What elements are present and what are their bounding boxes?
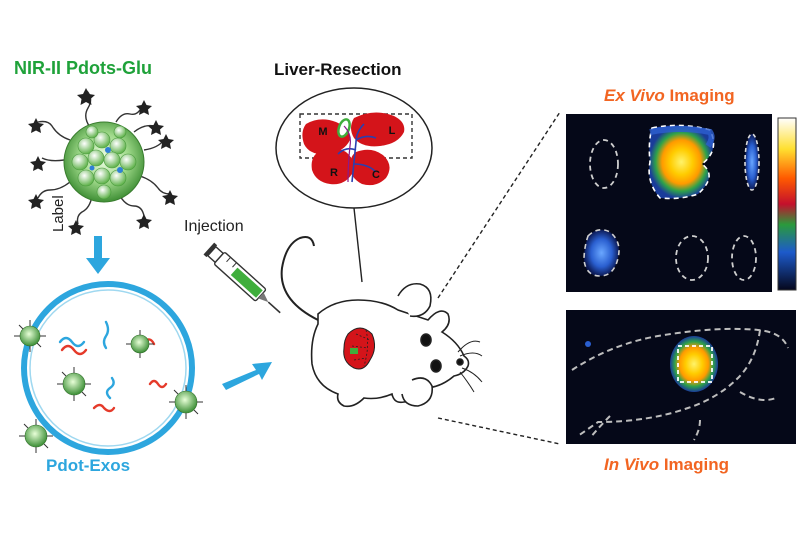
arrow-right-icon [222,362,272,390]
arrow-down-icon [86,236,110,274]
exvivo-image-panel [566,114,797,292]
mouse-body [310,299,470,408]
lobe-label-c: C [372,169,380,181]
nanoparticle-illustration [28,88,178,235]
nanoparticle-dye-spots [89,147,123,173]
color-scale-bar [777,117,797,291]
exvivo-rest: Imaging [664,86,735,105]
syringe-icon [203,242,281,314]
exvivo-imaging-title: Ex Vivo Imaging [604,86,735,106]
star-icon [28,88,178,235]
injection-label: Injection [184,218,244,235]
liver-lobe-labels: M L R C [318,125,395,181]
liver-resection-title: Liver-Resection [274,60,402,79]
liver-resection-inset: M L R C [275,87,433,283]
label-step-text: Label [50,195,67,232]
exvivo-liver-signal [648,124,715,200]
mouse-tail [280,236,319,321]
mouse-icon [280,236,483,408]
zoom-connectors [437,111,561,445]
exosome-membrane [21,281,195,455]
nanoparticle-beads [71,125,137,200]
liver-shape [302,112,405,186]
invivo-signal [670,336,718,392]
exvivo-italic: Ex Vivo [604,86,665,105]
lobe-label-l: L [389,125,396,137]
invivo-imaging-title: In Vivo Imaging [604,455,729,475]
nanoparticle-title: NIR-II Pdots-Glu [14,58,152,78]
invivo-image-panel [566,310,796,444]
invivo-rest: Imaging [659,455,730,474]
exosome-pdots [14,320,203,453]
exosome-illustration [14,281,203,455]
exosome-title: Pdot-Exos [46,456,131,475]
lobe-label-m: M [318,126,327,138]
liver-inset-bubble [275,87,433,209]
exosome-cargo [58,320,168,413]
invivo-italic: In Vivo [604,455,660,474]
lobe-label-r: R [330,167,338,179]
